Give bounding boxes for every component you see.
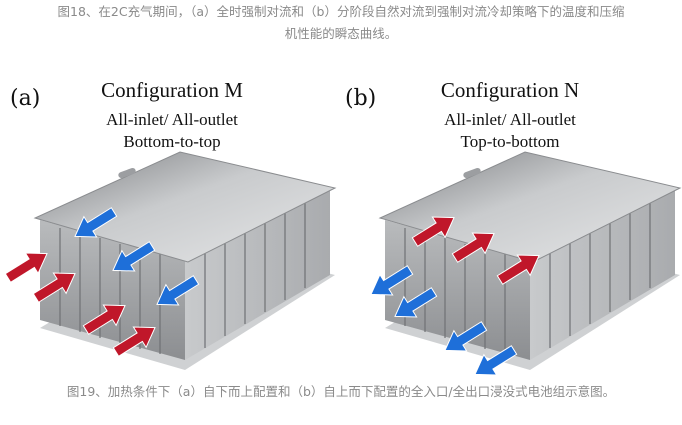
battery-pack-illustrations bbox=[4, 151, 682, 375]
panel-b-inlet-arrows bbox=[411, 216, 540, 285]
pack-b-lid-slot bbox=[463, 167, 481, 179]
panel-b-outlet-arrows bbox=[370, 265, 518, 375]
outlet-arrow-1 bbox=[370, 265, 414, 296]
outlet-arrow-3 bbox=[444, 321, 488, 352]
pack-a-front-side bbox=[185, 190, 330, 360]
inlet-arrow-2 bbox=[32, 272, 76, 303]
panel-b-subtitle-2: Top-to-bottom bbox=[460, 132, 560, 151]
figure-19: (a) Configuration M All-inlet/ All-outle… bbox=[0, 70, 682, 375]
inlet-arrow-3 bbox=[82, 304, 126, 335]
panel-a-outlet-arrows bbox=[74, 207, 200, 306]
panel-a-subtitle-2: Bottom-to-top bbox=[123, 132, 221, 151]
inlet-arrow-4 bbox=[112, 326, 156, 357]
inlet-arrow-1 bbox=[4, 252, 48, 283]
inlet-arrow-2 bbox=[451, 232, 495, 263]
outlet-arrow-2 bbox=[394, 287, 438, 318]
pack-b-cell-ribs bbox=[404, 203, 651, 354]
panel-b-label: (b) bbox=[345, 86, 377, 111]
outlet-arrow-2 bbox=[112, 241, 156, 272]
pack-b-left-side bbox=[385, 220, 530, 360]
inlet-arrow-1 bbox=[411, 216, 455, 247]
pack-a-lid-slot bbox=[118, 167, 136, 179]
panel-a-title: Configuration M bbox=[101, 78, 243, 102]
figure-18-caption-line2: 机性能的瞬态曲线。 bbox=[284, 26, 398, 41]
outlet-arrow-3 bbox=[156, 275, 200, 306]
figure-18-caption: 图18、在2C充气期间，（a）全时强制对流和（b）分阶段自然对流到强制对流冷却策… bbox=[0, 1, 682, 45]
inlet-arrow-3 bbox=[496, 254, 540, 285]
panel-a-label: (a) bbox=[10, 86, 41, 111]
pack-b-front-side bbox=[530, 190, 675, 360]
panel-b-subtitle-1: All-inlet/ All-outlet bbox=[444, 110, 576, 129]
panel-a-inlet-arrows bbox=[4, 252, 156, 357]
outlet-arrow-4 bbox=[474, 345, 518, 375]
figure-18-caption-line1: 图18、在2C充气期间，（a）全时强制对流和（b）分阶段自然对流到强制对流冷却策… bbox=[57, 4, 625, 19]
pack-a-left-side bbox=[40, 220, 185, 360]
pack-a bbox=[33, 151, 337, 370]
panel-b-title: Configuration N bbox=[440, 78, 580, 102]
panel-a-subtitle-1: All-inlet/ All-outlet bbox=[106, 110, 238, 129]
outlet-arrow-1 bbox=[74, 207, 118, 238]
figure-19-caption: 图19、加热条件下（a）自下而上配置和（b）自上而下配置的全入口/全出口浸没式电… bbox=[66, 384, 616, 399]
